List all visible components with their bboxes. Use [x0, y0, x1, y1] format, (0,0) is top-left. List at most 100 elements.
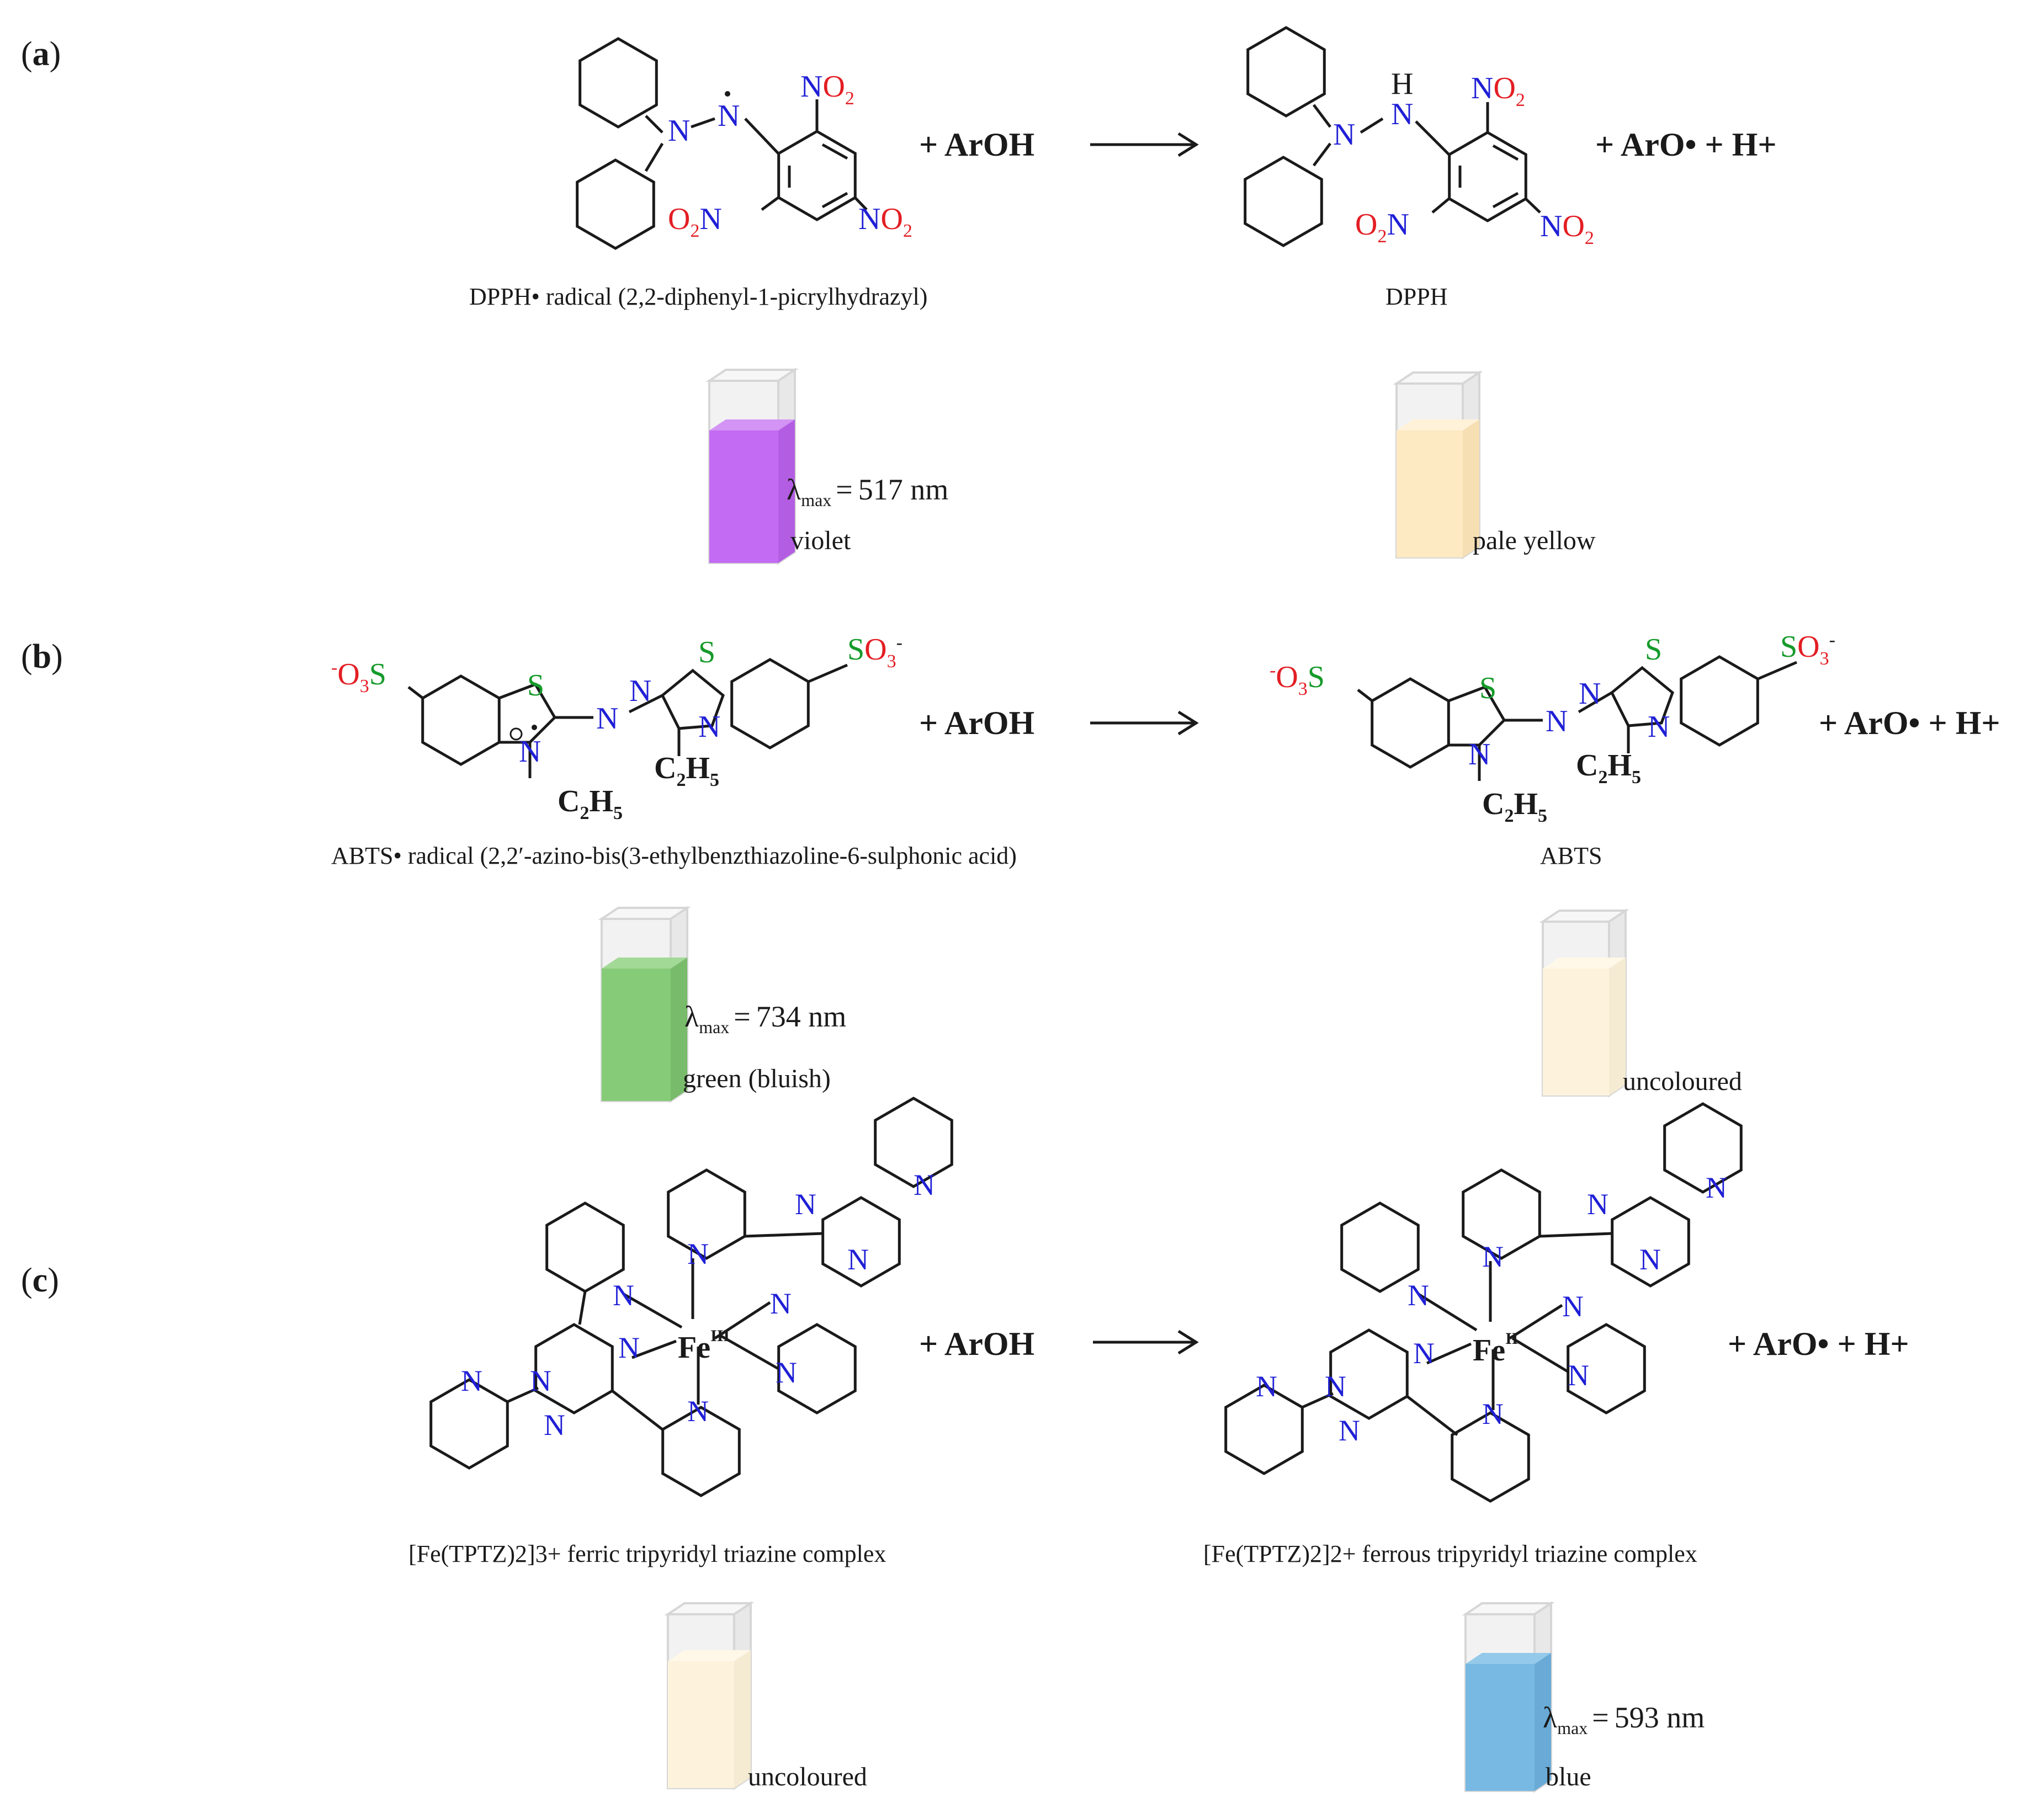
abts-n-ring2: N — [698, 710, 720, 744]
n-12: N — [461, 1364, 482, 1397]
dpph-product-n2: N — [1391, 97, 1413, 131]
product-caption-c: [Fe(TPTZ)2]2+ ferrous tripyridyl triazin… — [1203, 1540, 1697, 1567]
lambda-max-b: λmax=734 nm — [684, 1000, 846, 1037]
cation-charge — [509, 727, 523, 741]
n-4: N — [776, 1356, 797, 1389]
reagent-c: + ArOH — [919, 1326, 1034, 1362]
ferrous-n-10: N — [1325, 1370, 1346, 1403]
abts-product-azo-n2: N — [1579, 677, 1601, 711]
reaction-arrow-c — [1093, 1330, 1199, 1355]
abts-ethyl-2: C2H5 — [654, 751, 719, 790]
product-nitro-right: NO2 — [1540, 209, 1594, 248]
dpph-structure — [1245, 28, 1541, 246]
radical-dot — [725, 91, 730, 97]
ferrous-n-5: N — [1413, 1337, 1435, 1370]
n-8: N — [847, 1243, 869, 1276]
n-10: N — [530, 1364, 551, 1397]
fe-tptz-ferric-structure — [431, 1098, 952, 1496]
dpph-n2-radical: N — [718, 99, 740, 133]
colour-a-product: pale yellow — [1473, 526, 1596, 555]
reagent-a: + ArOH — [919, 126, 1034, 163]
n-9: N — [914, 1168, 935, 1201]
abts-product-n1: N — [1468, 737, 1490, 772]
fe-ferric: FeIII — [678, 1327, 730, 1365]
reaction-arrow-a — [1090, 132, 1199, 157]
dpph-radical-structure — [577, 39, 868, 248]
abts-product-sulfonate-right: SO3- — [1780, 630, 1835, 669]
product-caption-b: ABTS — [1540, 842, 1602, 869]
panel-label-a: (a) — [21, 35, 61, 73]
ferrous-n-1: N — [1408, 1279, 1429, 1312]
nitro-left: O2N — [668, 202, 722, 241]
abts-ethyl-1: C2H5 — [558, 784, 623, 823]
cuvette-b-reactant-labels: λmax=734 nm green (bluish) — [683, 1000, 846, 1093]
panel-b: -O3S S N N N S N SO3- C2H5 C2H5 + ArOH — [331, 630, 2000, 869]
cuvette-b-product — [1539, 908, 1629, 1098]
cuvette-c-product — [1462, 1601, 1555, 1793]
products-a: + ArO• + H+ — [1595, 126, 1777, 163]
cuvette-c-reactant — [664, 1601, 755, 1790]
abts-product-ethyl-1: C2H5 — [1482, 787, 1547, 826]
colour-b-reactant: green (bluish) — [683, 1064, 831, 1093]
abts-product-n2: N — [1648, 710, 1670, 744]
nitro-right: NO2 — [858, 202, 912, 241]
abts-product-ethyl-2: C2H5 — [1576, 748, 1641, 788]
abts-radical-structure — [407, 660, 848, 778]
cuvette-a-reactant — [705, 368, 799, 565]
abts-sulfonate-right: SO3- — [847, 632, 902, 672]
products-b: + ArO• + H+ — [1819, 705, 2000, 741]
panel-c: N N N N N N N N N N N N FeIII + ArOH — [408, 1098, 1909, 1567]
panel-label-c: (c) — [21, 1262, 59, 1299]
panel-label-b: (b) — [21, 638, 63, 676]
colour-b-product: uncoloured — [1623, 1067, 1742, 1096]
reactant-caption-a: DPPH• radical (2,2-diphenyl-1-picrylhydr… — [469, 283, 927, 310]
colour-c-product: blue — [1546, 1762, 1591, 1791]
n-11: N — [544, 1408, 565, 1442]
n-3: N — [770, 1287, 792, 1320]
ferrous-n-6: N — [1482, 1397, 1504, 1431]
n-7: N — [795, 1188, 816, 1221]
n-2: N — [687, 1237, 709, 1270]
abts-structure — [1357, 657, 1797, 781]
reactant-caption-b: ABTS• radical (2,2′-azino-bis(3-ethylben… — [331, 842, 1017, 869]
reaction-arrow-b — [1090, 710, 1199, 736]
ferrous-n-2: N — [1482, 1240, 1504, 1273]
n-1: N — [613, 1279, 634, 1312]
ferrous-n-3: N — [1562, 1290, 1584, 1323]
dpph-product-h: H — [1391, 67, 1413, 101]
abts-s-ring2: S — [698, 635, 715, 669]
cuvette-a-product — [1393, 370, 1483, 560]
n-6: N — [687, 1395, 709, 1428]
abts-sulfonate-left: -O3S — [331, 657, 386, 696]
abts-n-ring1: N — [519, 735, 541, 769]
lambda-max-a: λmax=517 nm — [787, 473, 948, 510]
dpph-product-n1: N — [1333, 118, 1355, 152]
abts-product-sulfonate-left: -O3S — [1270, 660, 1325, 699]
reactant-caption-c: [Fe(TPTZ)2]3+ ferric tripyridyl triazine… — [408, 1540, 886, 1567]
product-nitro-left: O2N — [1355, 208, 1409, 247]
colour-c-reactant: uncoloured — [748, 1762, 867, 1791]
cuvette-b-reactant — [598, 906, 691, 1103]
n-5: N — [618, 1331, 640, 1364]
products-c: + ArO• + H+ — [1728, 1326, 1909, 1362]
product-nitro-top: NO2 — [1471, 71, 1525, 110]
abts-azo-n1: N — [596, 701, 618, 736]
abts-product-s1: S — [1479, 671, 1496, 705]
abts-azo-n2: N — [629, 674, 651, 708]
fe-tptz-ferrous-structure — [1226, 1104, 1742, 1501]
ferrous-n-12: N — [1256, 1370, 1277, 1403]
lambda-max-c: λmax=593 nm — [1543, 1701, 1705, 1738]
panel-a: N N NO2 O2N NO2 + ArOH — [469, 28, 1777, 310]
ferrous-n-4: N — [1568, 1359, 1589, 1392]
colour-a-reactant: violet — [790, 526, 851, 555]
product-caption-a: DPPH — [1385, 283, 1448, 310]
abts-product-azo-n1: N — [1546, 704, 1568, 738]
cuvette-c-product-labels: λmax=593 nm blue — [1543, 1701, 1705, 1791]
ferrous-n-7: N — [1587, 1188, 1608, 1221]
ferrous-n-11: N — [1339, 1414, 1360, 1447]
abts-s-ring1: S — [527, 668, 544, 703]
fe-ferrous: FeII — [1473, 1330, 1518, 1368]
nitro-top: NO2 — [800, 70, 854, 109]
abts-radical-dot — [532, 725, 537, 730]
cuvette-a-reactant-labels: λmax=517 nm violet — [787, 473, 948, 555]
